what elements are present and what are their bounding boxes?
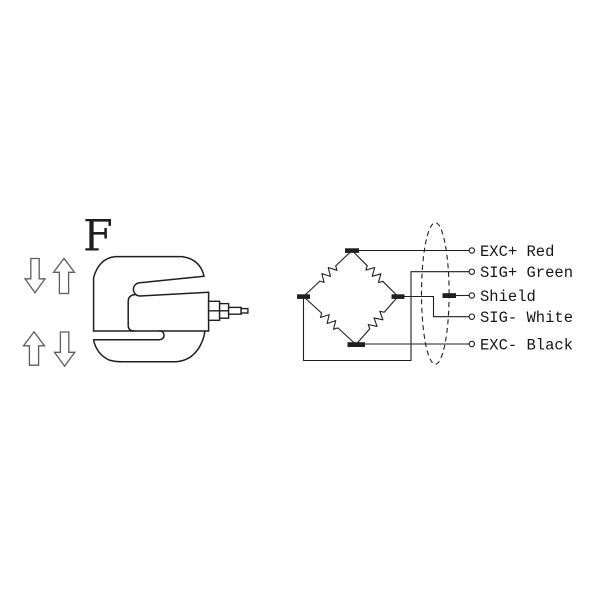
terminal-exc-plus (468, 247, 476, 254)
wire-labels: EXC+ Red SIG+ Green Shield SIG- White EX… (480, 243, 573, 354)
wire-terminals (468, 247, 476, 348)
resistor-top-right (351, 250, 399, 297)
wire-label-shield: Shield (480, 288, 536, 306)
wire-label-sig-minus: SIG- White (480, 309, 573, 327)
resistor-bottom-left (303, 296, 357, 345)
bridge-node-right (391, 294, 405, 299)
wire-label-exc-plus: EXC+ Red (480, 243, 554, 261)
wheatstone-bridge (303, 250, 399, 345)
resistor-bottom-right (355, 296, 399, 345)
force-arrows (22, 257, 76, 368)
load-cell-body (92, 255, 210, 363)
terminal-sig-minus (468, 313, 476, 320)
load-cell-outline-top (92, 255, 205, 332)
cable-connector (207, 300, 249, 321)
bridge-node-top (345, 248, 359, 253)
wire-sig-plus (302, 271, 470, 362)
wire-sig-minus (398, 295, 470, 318)
connector-tip (240, 307, 249, 314)
force-label: F (83, 212, 113, 262)
bridge-nodes (297, 248, 456, 347)
terminal-exc-minus (468, 340, 476, 348)
load-cell-upper-slot (132, 275, 210, 297)
resistor-top-left (303, 250, 353, 297)
arrow-down-icon (53, 331, 76, 368)
wire-label-sig-plus: SIG+ Green (480, 264, 573, 282)
bridge-node-left (297, 294, 310, 299)
bridge-node-bottom (347, 342, 365, 347)
arrow-up-icon (52, 257, 76, 295)
arrow-up-icon (22, 330, 46, 366)
lead-wires (302, 249, 470, 362)
wire-label-exc-minus: EXC- Black (480, 336, 573, 354)
cable-sheath-ellipse (420, 222, 450, 365)
load-cell-outline-bottom (92, 331, 206, 363)
terminal-sig-plus (468, 268, 476, 275)
load-cell-lower-slot (92, 329, 165, 341)
connector-stem (227, 306, 242, 315)
arrow-down-icon (23, 257, 47, 294)
load-cell-block-left-edge (127, 293, 136, 332)
terminal-shield (468, 292, 476, 299)
